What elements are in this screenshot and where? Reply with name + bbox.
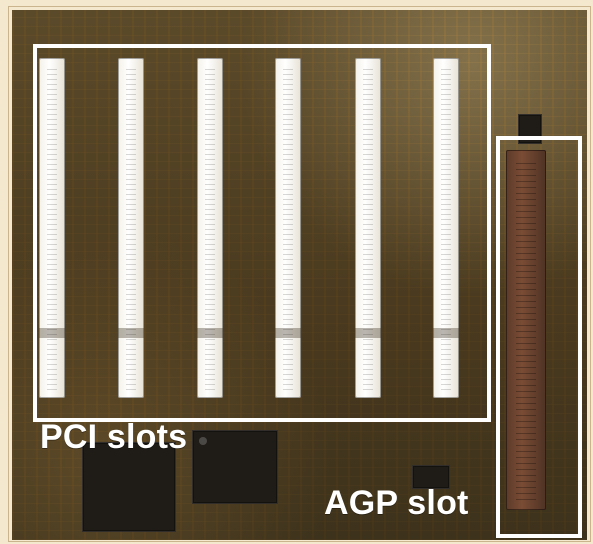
- pci-slot: [118, 58, 144, 398]
- agp-slot-label: AGP slot: [324, 484, 469, 522]
- agp-slot-outline: [496, 136, 582, 538]
- chip: [412, 465, 450, 489]
- chip-dot: [199, 437, 207, 445]
- pci-slot: [275, 58, 301, 398]
- pci-slots-label: PCI slots: [40, 418, 188, 456]
- chip: [82, 442, 176, 532]
- motherboard-photo: PCI slots AGP slot: [12, 10, 587, 540]
- pci-slots-outline: [33, 44, 491, 422]
- pci-slot: [433, 58, 459, 398]
- pci-slot: [39, 58, 65, 398]
- pci-slot: [355, 58, 381, 398]
- agp-slot: [506, 150, 546, 510]
- pci-slot: [197, 58, 223, 398]
- chip: [192, 430, 278, 504]
